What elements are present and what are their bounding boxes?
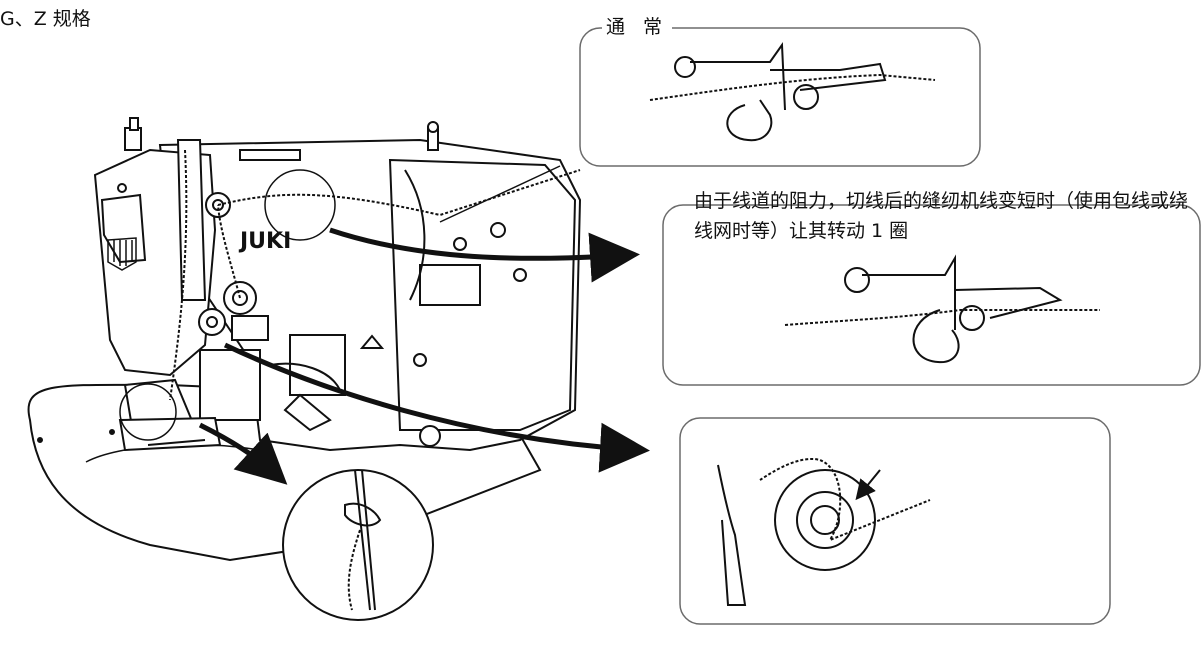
panel-normal [579, 27, 981, 167]
panel-tension-disc-drawing [717, 458, 931, 606]
machine-body [93, 117, 582, 452]
brand-logo: JUKI [238, 229, 291, 254]
panel-one-turn-drawing [784, 254, 1100, 364]
detail-ring-needle [119, 383, 177, 441]
panel-one-turn [662, 204, 1201, 386]
brand-badge [107, 237, 137, 271]
needle-detail-circle [282, 469, 434, 621]
callout-leader-top [439, 165, 561, 223]
needle-detail-drawing [344, 469, 382, 611]
thread-path [169, 149, 581, 401]
one-turn-note: 由于线道的阻力，切线后的缝纫机线变短时（使用包线或绕线网时等）让其转动 1 圈 [694, 190, 1189, 242]
spec-label: G、Z 规格 [0, 8, 91, 30]
normal-caption: 通 常 [602, 14, 673, 40]
callout-arrows [198, 227, 650, 485]
panel-tension-disc [679, 417, 1111, 625]
detail-ring-top [264, 169, 336, 241]
panel-normal-drawing [649, 42, 936, 142]
